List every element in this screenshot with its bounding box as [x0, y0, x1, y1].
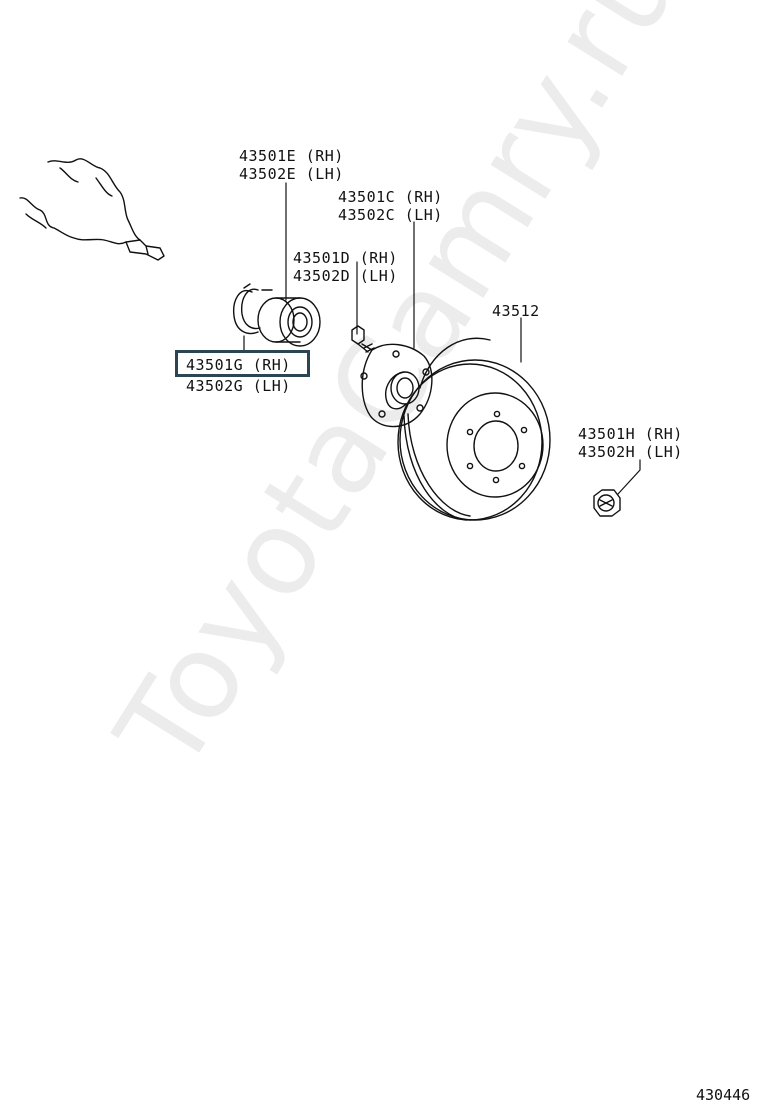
- diagram-code: 430446: [696, 1086, 751, 1104]
- part-label-43502c: 43502C (LH): [338, 206, 443, 224]
- part-label-43512: 43512: [492, 302, 540, 320]
- part-label-43502g: 43502G (LH): [186, 377, 291, 395]
- drive-shaft-boot: [19, 158, 165, 261]
- hub-nut: [593, 489, 621, 517]
- leader-lines: [243, 182, 641, 495]
- part-label-43502h: 43502H (LH): [578, 443, 683, 461]
- hub-bearing: [257, 297, 321, 347]
- part-label-43501h: 43501H (RH): [578, 425, 683, 443]
- hub-bolt: [351, 325, 375, 353]
- part-label-43501c: 43501C (RH): [338, 188, 443, 206]
- highlighted-part-43501g[interactable]: 43501G (RH): [175, 350, 310, 377]
- part-label-43501d: 43501D (RH): [293, 249, 398, 267]
- part-label-43501g: 43501G (RH): [186, 356, 291, 374]
- part-label-43501e: 43501E (RH): [239, 147, 344, 165]
- brake-disc: [397, 337, 551, 521]
- part-label-43502e: 43502E (LH): [239, 165, 344, 183]
- axle-hub: [360, 343, 433, 428]
- snap-ring: [233, 283, 273, 335]
- part-label-43502d: 43502D (LH): [293, 267, 398, 285]
